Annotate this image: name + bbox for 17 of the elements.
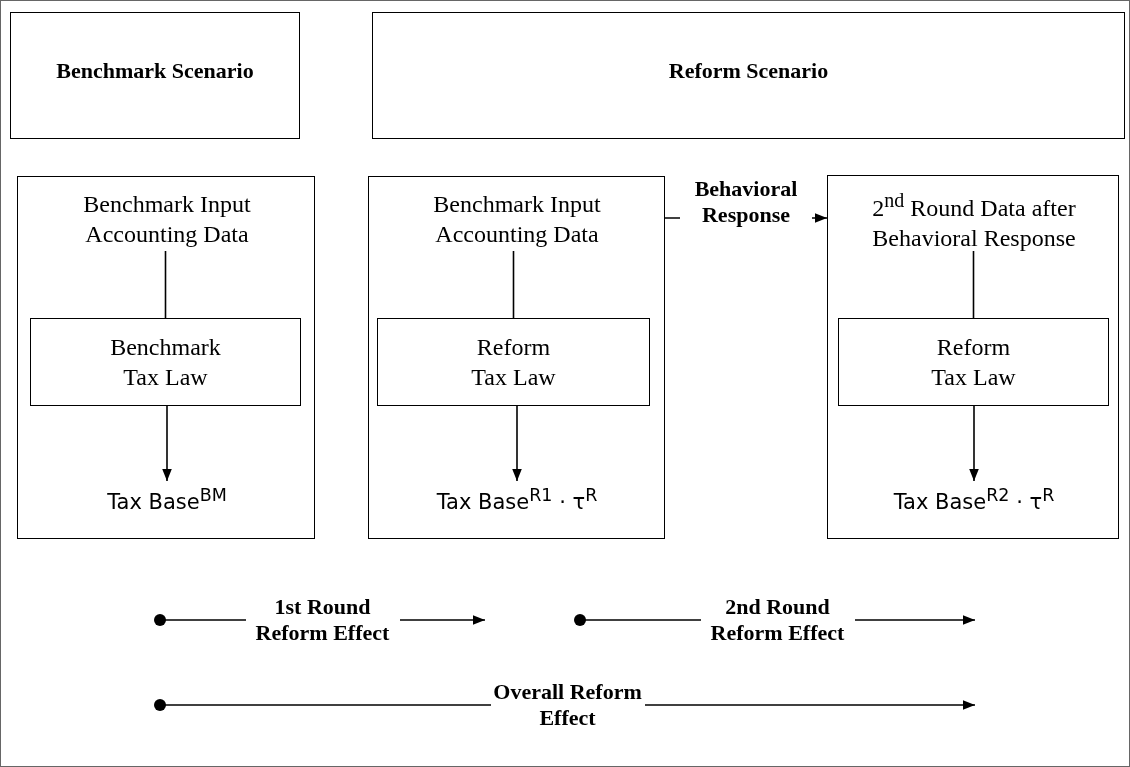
tax-law-box: Reform Tax Law: [377, 318, 650, 406]
tax-law-box: Benchmark Tax Law: [30, 318, 301, 406]
tax-base-label: Tax Base$^{R2}$ · τ$^{R}$: [864, 481, 1084, 515]
data-label: 2$^{nd}$ Round Data after Behavioral Response: [854, 187, 1094, 251]
tax-base-label: Tax Base$^{BM}$: [67, 481, 267, 515]
tax-law-box: Reform Tax Law: [838, 318, 1109, 406]
arrow: [162, 405, 172, 482]
data-label: Benchmark Input Accounting Data: [417, 187, 617, 251]
column-frame: [827, 175, 1119, 539]
scenario-header-box: Benchmark Scenario: [10, 12, 300, 139]
arrow: [512, 405, 522, 482]
scenario-header-box: Reform Scenario: [372, 12, 1125, 139]
column-frame: [17, 176, 315, 539]
column-frame: [368, 176, 665, 539]
arrow: [969, 405, 979, 482]
data-label: Benchmark Input Accounting Data: [67, 187, 267, 251]
tax-base-label: Tax Base$^{R1}$ · τ$^{R}$: [407, 481, 627, 515]
